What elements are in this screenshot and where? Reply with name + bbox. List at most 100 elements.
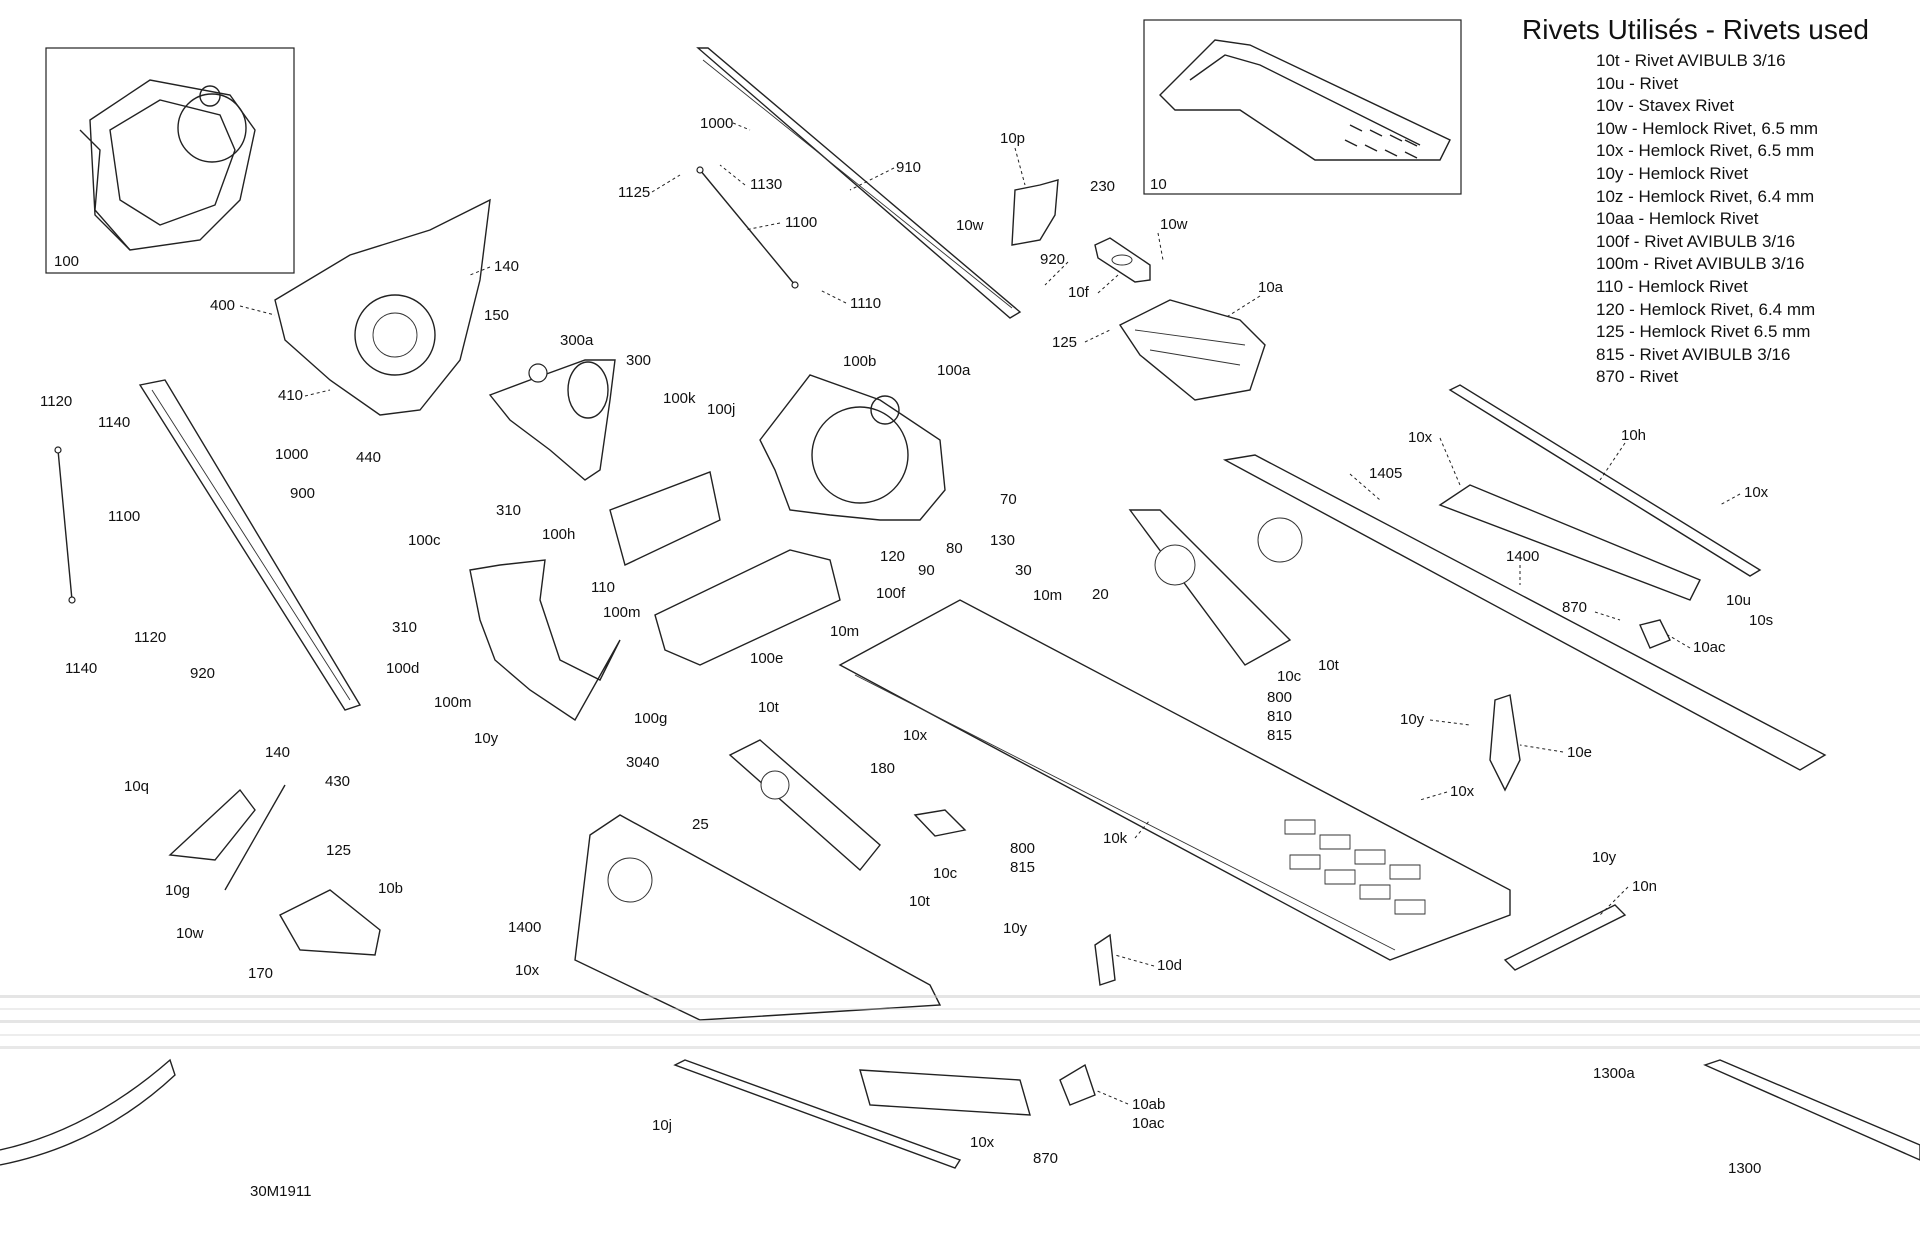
callout-label: 10m	[830, 623, 859, 640]
plate-100h	[609, 471, 721, 566]
callout-label: 1125	[618, 184, 650, 201]
callout-label: 10k	[1103, 830, 1128, 847]
rod-1100-left	[54, 446, 76, 604]
callout-label: 920	[190, 665, 215, 682]
callout-label: 10u	[1726, 592, 1751, 609]
callout-label: 10n	[1632, 878, 1657, 895]
bracket-10p	[1011, 179, 1059, 246]
rail-1300	[1703, 1059, 1920, 1161]
legend-item: 110 - Hemlock Rivet	[1596, 276, 1748, 296]
callout-label: 130	[990, 532, 1015, 549]
scan-noise-band	[0, 995, 1920, 1049]
bracket-10b	[279, 889, 381, 956]
callout-label: 10ac	[1132, 1115, 1165, 1132]
callout-label: 10t	[758, 699, 780, 716]
bar-10j	[673, 1059, 962, 1169]
callout-label: 10q	[124, 778, 149, 795]
rail-10x-bottom	[859, 1069, 1031, 1116]
callout-label: 1400	[1506, 548, 1539, 565]
callout-label: 10x	[970, 1134, 995, 1151]
callout-label: 100m	[434, 694, 472, 711]
callout-label: 300	[626, 352, 651, 369]
legend-list: 10t - Rivet AVIBULB 3/16 10u - Rivet 10v…	[1522, 50, 1902, 389]
callout-label: 10y	[1400, 711, 1425, 728]
callout-label: 10y	[474, 730, 499, 747]
plate-10c	[1128, 509, 1292, 666]
callout-label: 870	[1562, 599, 1587, 616]
callout-label: 910	[896, 159, 921, 176]
callout-label: 80	[946, 540, 963, 557]
callout-labels: 1000 1125 1130 1100 1110 910 10p 10w 230…	[40, 115, 1773, 1177]
callout-label: 815	[1267, 727, 1292, 744]
callout-label: 140	[494, 258, 519, 275]
callout-label: 100j	[707, 401, 735, 418]
callout-label: 430	[325, 773, 350, 790]
bracket-10ac	[1639, 619, 1671, 649]
legend-item: 10w - Hemlock Rivet, 6.5 mm	[1596, 118, 1818, 138]
callout-label: 100h	[542, 526, 575, 543]
bracket-10d	[1094, 933, 1116, 986]
legend-item: 815 - Rivet AVIBULB 3/16	[1596, 344, 1791, 364]
callout-label: 310	[392, 619, 417, 636]
callout-label: 10y	[1592, 849, 1617, 866]
callout-label: 1120	[134, 629, 166, 646]
callout-label: 10j	[652, 1117, 672, 1134]
frame-100a	[759, 374, 946, 521]
diagram-reference-code: 30M1911	[250, 1183, 312, 1200]
callout-label: 1405	[1369, 465, 1402, 482]
bracket-300	[488, 359, 616, 481]
legend-item: 100f - Rivet AVIBULB 3/16	[1596, 231, 1796, 251]
plate-25	[728, 739, 881, 872]
callout-label: 10w	[1160, 216, 1188, 233]
callout-label: 1110	[850, 295, 881, 312]
rivet-legend: Rivets Utilisés - Rivets used 10t - Rive…	[1522, 14, 1902, 389]
callout-label: 100f	[876, 585, 906, 602]
callout-label: 10x	[515, 962, 540, 979]
callout-label: 140	[265, 744, 290, 761]
callout-label: 10g	[165, 882, 190, 899]
callout-label: 10b	[378, 880, 403, 897]
callout-label: 1300	[1728, 1160, 1761, 1177]
channel-100e	[654, 549, 841, 666]
bracket-100c	[469, 559, 621, 722]
bar-10n	[1503, 904, 1627, 971]
rod-10g	[224, 784, 286, 891]
callout-label: 10t	[909, 893, 931, 910]
callout-label: 10a	[1258, 279, 1284, 296]
callout-label: 1000	[700, 115, 733, 132]
rail-10u	[1438, 484, 1701, 601]
callout-label: 1100	[785, 214, 817, 231]
callout-label: 870	[1033, 1150, 1058, 1167]
callout-label: 300a	[560, 332, 594, 349]
callout-label: 1000	[275, 446, 308, 463]
plate-10f	[1094, 237, 1151, 283]
callout-label: 800	[1267, 689, 1292, 706]
callout-label: 10t	[1318, 657, 1340, 674]
legend-item: 125 - Hemlock Rivet 6.5 mm	[1596, 322, 1811, 342]
callout-label: 100c	[408, 532, 441, 549]
callout-label: 10x	[1744, 484, 1769, 501]
callout-label: 10c	[933, 865, 958, 882]
legend-title: Rivets Utilisés - Rivets used	[1522, 14, 1869, 45]
callout-label: 1140	[65, 660, 97, 677]
callout-label: 100k	[663, 390, 696, 407]
callout-label: 10h	[1621, 427, 1646, 444]
callout-label: 440	[356, 449, 381, 466]
callout-label: 1300a	[1593, 1065, 1635, 1082]
callout-label: 120	[880, 548, 905, 565]
legend-item: 10z - Hemlock Rivet, 6.4 mm	[1596, 186, 1815, 206]
callout-label: 10s	[1749, 612, 1773, 629]
rail-1405	[1222, 454, 1827, 771]
tunnel-10k	[838, 599, 1511, 961]
link-800	[913, 809, 967, 837]
callout-label: 10ab	[1132, 1096, 1165, 1113]
callout-label: 10c	[1277, 668, 1302, 685]
callout-label: 10x	[1450, 783, 1475, 800]
callout-label: 410	[278, 387, 303, 404]
legend-item: 10x - Hemlock Rivet, 6.5 mm	[1596, 141, 1815, 161]
callout-label: 100b	[843, 353, 876, 370]
legend-item: 10y - Hemlock Rivet	[1596, 163, 1749, 183]
rail-900	[138, 379, 362, 711]
callout-label: 10x	[903, 727, 928, 744]
